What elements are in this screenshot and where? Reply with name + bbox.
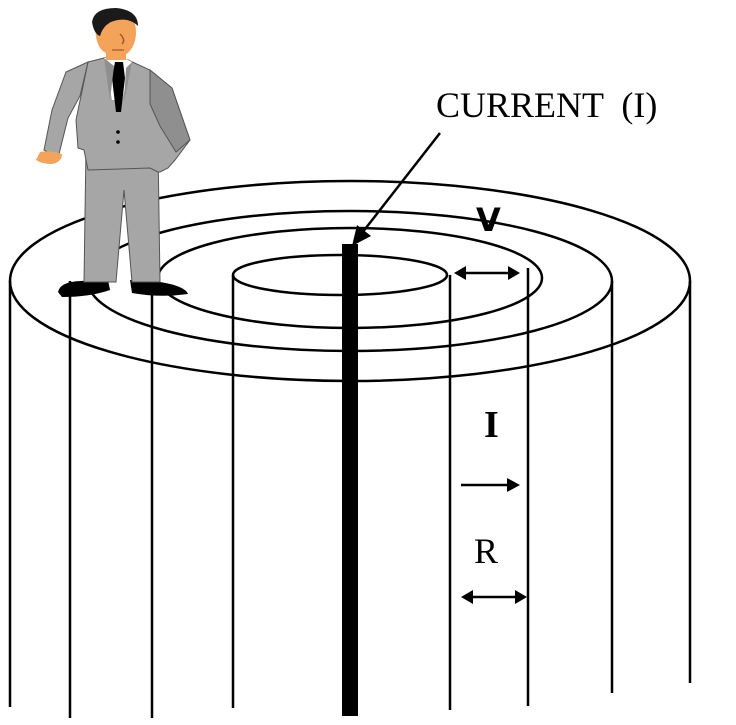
current-rod xyxy=(342,244,358,716)
inner-cylinder-rim xyxy=(231,253,449,297)
i-arrow xyxy=(461,478,520,492)
hair xyxy=(92,8,138,36)
left-shoe xyxy=(58,280,110,297)
current-pointer-arrow xyxy=(352,132,441,246)
left-hand xyxy=(36,151,62,164)
i-label: I xyxy=(484,404,499,446)
right-shoe xyxy=(130,280,188,296)
r-double-arrow xyxy=(461,590,527,604)
tie xyxy=(112,62,125,112)
right-arm xyxy=(149,68,191,153)
v-double-arrow xyxy=(454,266,520,280)
v-label: V xyxy=(476,201,501,239)
businessman-figure xyxy=(36,8,191,297)
current-label: CURRENT (I) xyxy=(436,85,657,125)
r-label: R xyxy=(474,531,498,571)
